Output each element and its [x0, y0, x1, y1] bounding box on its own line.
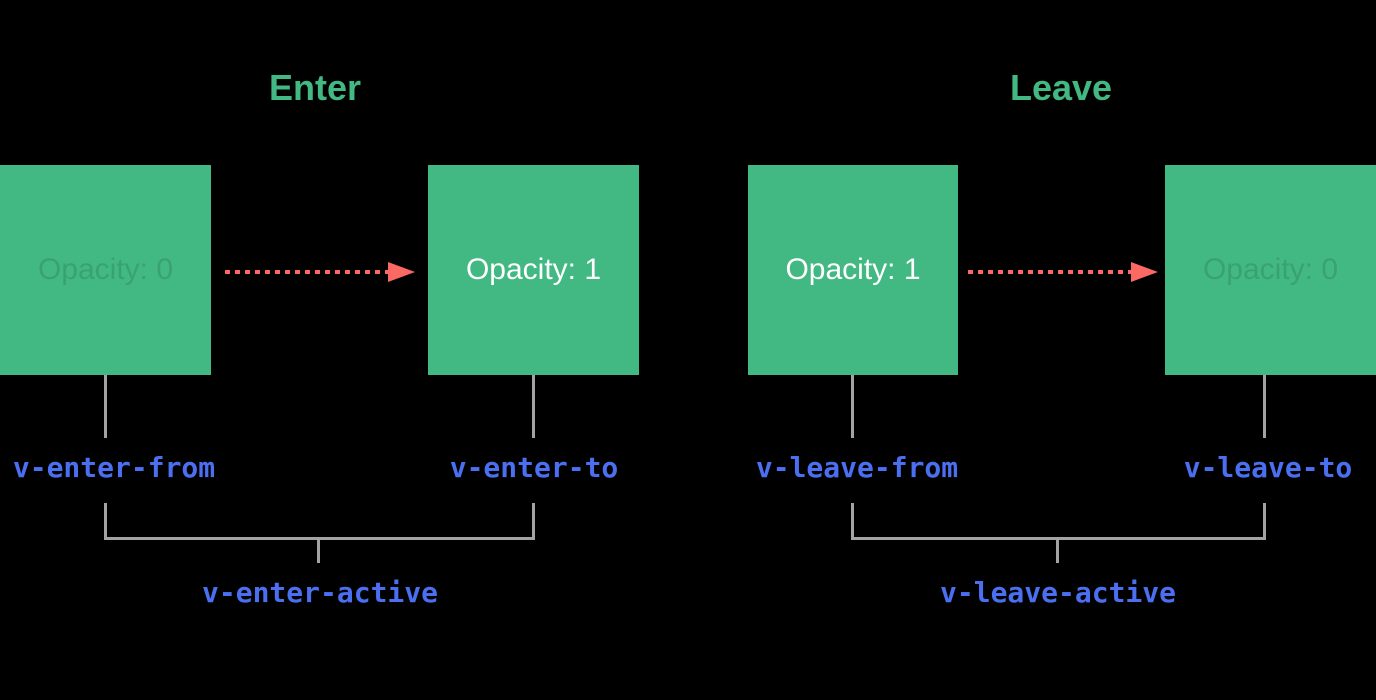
dashed-line-icon — [968, 270, 1131, 274]
leave-from-class-label: v-leave-from — [755, 451, 959, 484]
enter-active-bracket — [104, 503, 535, 540]
leave-transition-arrow — [968, 262, 1158, 282]
enter-from-class-label: v-enter-from — [12, 451, 216, 484]
enter-to-connector-line — [532, 375, 535, 438]
enter-to-box-label: Opacity: 1 — [465, 253, 602, 286]
enter-transition-arrow — [225, 262, 415, 282]
enter-active-bracket-stem — [317, 540, 320, 563]
leave-active-bracket-stem — [1056, 540, 1059, 563]
enter-to-class-label: v-enter-to — [449, 451, 619, 484]
enter-from-box: Opacity: 0 — [0, 165, 211, 375]
leave-to-box-label: Opacity: 0 — [1202, 253, 1339, 286]
enter-from-connector-line — [104, 375, 107, 438]
leave-to-box: Opacity: 0 — [1165, 165, 1376, 375]
arrow-head-icon — [388, 262, 415, 282]
enter-active-class-label: v-enter-active — [201, 576, 439, 609]
leave-to-class-label: v-leave-to — [1183, 451, 1353, 484]
enter-section-title: Enter — [268, 67, 362, 108]
leave-from-box: Opacity: 1 — [748, 165, 958, 375]
leave-active-bracket — [851, 503, 1266, 540]
arrow-head-icon — [1131, 262, 1158, 282]
enter-from-box-label: Opacity: 0 — [37, 253, 174, 286]
leave-from-connector-line — [851, 375, 854, 438]
leave-to-connector-line — [1263, 375, 1266, 438]
leave-active-class-label: v-leave-active — [939, 576, 1177, 609]
enter-to-box: Opacity: 1 — [428, 165, 639, 375]
leave-section-title: Leave — [1009, 67, 1113, 108]
dashed-line-icon — [225, 270, 388, 274]
leave-from-box-label: Opacity: 1 — [785, 253, 921, 286]
